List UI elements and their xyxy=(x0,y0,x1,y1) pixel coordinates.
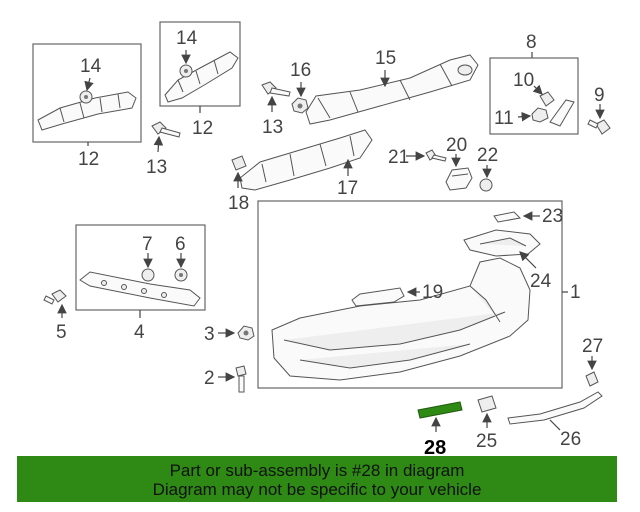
part-22-plug[interactable] xyxy=(479,178,493,192)
part-5-bolt[interactable] xyxy=(43,289,67,305)
callout-14[interactable]: 14 xyxy=(80,56,102,77)
callout-3[interactable]: 3 xyxy=(204,324,215,345)
part-15-impact-bar[interactable] xyxy=(305,54,479,125)
callout-1[interactable]: 1 xyxy=(570,282,581,303)
callout-22[interactable]: 22 xyxy=(477,145,498,166)
part-2-bolt[interactable] xyxy=(235,365,247,393)
callout-12[interactable]: 12 xyxy=(78,149,99,170)
callout-10[interactable]: 10 xyxy=(513,70,534,91)
part-26-strip[interactable] xyxy=(507,391,603,425)
callout-9[interactable]: 9 xyxy=(594,85,605,106)
callout-13[interactable]: 13 xyxy=(146,157,167,178)
part-1-bumper-cover[interactable] xyxy=(271,257,531,381)
part-4-bracket[interactable] xyxy=(79,271,201,307)
callout-28[interactable]: 28 xyxy=(424,437,446,456)
part-20-housing[interactable] xyxy=(445,167,473,191)
sub-assembly-box-8 xyxy=(489,57,579,135)
parts-diagram: 14 12 13 14 12 13 16 15 xyxy=(32,21,611,456)
part-28-highlighted[interactable] xyxy=(417,401,463,419)
part-27-clip[interactable] xyxy=(585,371,599,387)
callout-13b[interactable]: 13 xyxy=(262,117,283,138)
callout-24[interactable]: 24 xyxy=(530,271,552,292)
part-7-clip[interactable] xyxy=(141,268,155,282)
banner-line-2: Diagram may not be specific to your vehi… xyxy=(152,480,482,499)
callout-20[interactable]: 20 xyxy=(446,135,467,156)
callout-2[interactable]: 2 xyxy=(204,368,215,389)
part-21-screw[interactable] xyxy=(425,149,447,162)
sub-assembly-box-1 xyxy=(257,200,563,389)
callout-12b[interactable]: 12 xyxy=(192,118,213,139)
callout-16[interactable]: 16 xyxy=(290,60,311,81)
part-18-clip[interactable] xyxy=(231,155,247,171)
callout-4[interactable]: 4 xyxy=(134,322,145,343)
part-16-nut[interactable] xyxy=(291,97,309,114)
sub-assembly-box-12-left xyxy=(32,43,142,143)
callout-18[interactable]: 18 xyxy=(228,193,249,214)
part-3-nut[interactable] xyxy=(237,325,255,341)
callout-21[interactable]: 21 xyxy=(388,147,409,168)
callout-11[interactable]: 11 xyxy=(494,108,514,129)
part-8-molding[interactable] xyxy=(549,99,575,127)
callout-8[interactable]: 8 xyxy=(526,32,537,53)
banner-line-1: Part or sub-assembly is #28 in diagram xyxy=(169,461,465,480)
part-19-molding[interactable] xyxy=(351,287,405,307)
part-11-nut[interactable] xyxy=(531,107,549,123)
part-23-cover[interactable] xyxy=(493,211,522,223)
part-14-left-clip[interactable] xyxy=(79,90,93,104)
callout-5[interactable]: 5 xyxy=(56,322,67,343)
part-6-clip[interactable] xyxy=(174,268,188,282)
callout-14b[interactable]: 14 xyxy=(176,28,198,49)
callout-7[interactable]: 7 xyxy=(142,234,153,255)
part-13-center-bolt[interactable] xyxy=(261,81,291,97)
callout-23[interactable]: 23 xyxy=(542,206,563,227)
part-info-banner: Part or sub-assembly is #28 in diagram D… xyxy=(17,456,617,502)
callout-27[interactable]: 27 xyxy=(582,336,603,357)
part-25-pad[interactable] xyxy=(477,395,497,413)
part-17-energy-absorber[interactable] xyxy=(239,129,373,191)
callout-17[interactable]: 17 xyxy=(337,178,358,199)
callout-15[interactable]: 15 xyxy=(375,48,396,69)
part-12-right-bracket[interactable] xyxy=(164,51,239,103)
part-12-left-bracket[interactable] xyxy=(37,91,137,131)
part-9-bolt[interactable] xyxy=(587,119,611,135)
part-13-left-bolt[interactable] xyxy=(151,121,181,138)
callout-6[interactable]: 6 xyxy=(175,234,186,255)
part-10-clip[interactable] xyxy=(539,91,555,107)
part-24-bracket[interactable] xyxy=(463,229,541,257)
callout-26[interactable]: 26 xyxy=(560,429,581,450)
part-14-right-clip[interactable] xyxy=(179,64,193,78)
callout-19[interactable]: 19 xyxy=(422,282,443,303)
callout-25[interactable]: 25 xyxy=(476,431,497,452)
